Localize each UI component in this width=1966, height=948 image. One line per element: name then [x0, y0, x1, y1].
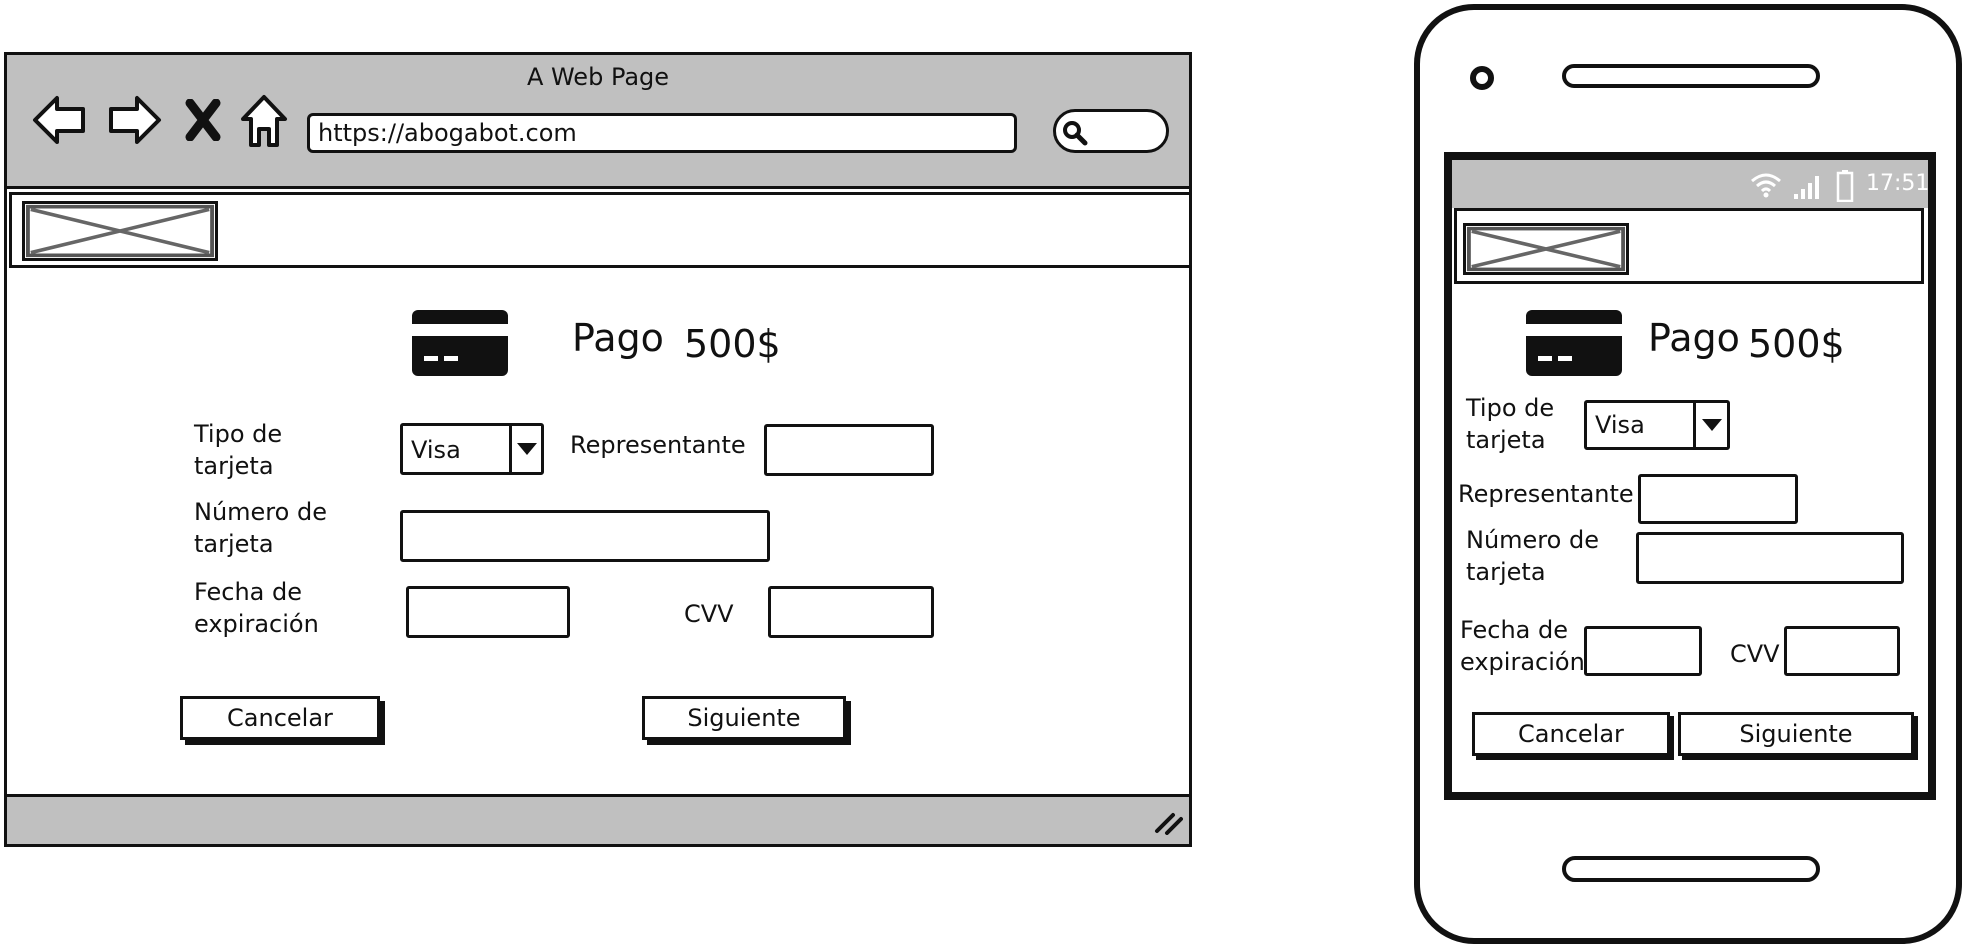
home-icon[interactable]: [239, 93, 289, 149]
browser-status-bar: [7, 794, 1189, 844]
representative-input[interactable]: [764, 424, 934, 476]
phone-representative-label: Representante: [1458, 480, 1634, 508]
back-icon[interactable]: [31, 93, 89, 147]
phone-home-button[interactable]: [1562, 856, 1820, 882]
phone-cvv-label: CVV: [1730, 640, 1780, 668]
cvv-label: CVV: [684, 600, 734, 628]
card-type-value: Visa: [411, 436, 461, 464]
wifi-icon: [1751, 173, 1781, 198]
phone-card-type-value: Visa: [1595, 411, 1645, 439]
phone-cvv-input[interactable]: [1784, 626, 1900, 676]
phone-dropdown-button[interactable]: [1693, 403, 1727, 447]
phone-card-type-select[interactable]: Visa: [1584, 400, 1730, 450]
card-type-label: Tipo de tarjeta: [194, 420, 283, 480]
phone-speaker: [1562, 64, 1820, 88]
phone-credit-card-icon: [1526, 310, 1622, 376]
search-box[interactable]: [1053, 109, 1169, 153]
phone-card-number-input[interactable]: [1636, 532, 1904, 584]
expiry-input[interactable]: [406, 586, 570, 638]
battery-icon: [1836, 170, 1854, 202]
card-number-input[interactable]: [400, 510, 770, 562]
phone-expiry-input[interactable]: [1584, 626, 1702, 676]
url-text: https://abogabot.com: [318, 119, 577, 147]
cancel-button[interactable]: Cancelar: [180, 696, 380, 740]
url-bar[interactable]: https://abogabot.com: [307, 113, 1017, 153]
window-title: A Web Page: [526, 63, 670, 91]
phone-payment-title: Pago: [1648, 316, 1740, 360]
phone-cancel-button[interactable]: Cancelar: [1472, 712, 1670, 756]
phone-expiry-label: Fecha de expiración: [1460, 616, 1585, 676]
representative-label: Representante: [570, 431, 746, 459]
status-time: 17:51: [1866, 171, 1930, 196]
card-number-label: Número de tarjeta: [194, 498, 327, 558]
phone-camera: [1470, 66, 1494, 90]
chevron-down-icon: [517, 443, 537, 455]
card-type-select[interactable]: Visa: [400, 423, 544, 475]
phone-logo-image-placeholder: [1463, 223, 1629, 275]
logo-image-placeholder: [22, 201, 218, 261]
browser-toolbar: A Web Page https://abogabot.com: [7, 55, 1189, 189]
payment-title: Pago: [572, 316, 664, 360]
expiry-label: Fecha de expiración: [194, 578, 319, 638]
credit-card-icon: [412, 310, 508, 376]
next-button[interactable]: Siguiente: [642, 696, 846, 740]
signal-icon: [1794, 176, 1819, 199]
phone-card-type-label: Tipo de tarjeta: [1466, 394, 1555, 454]
search-icon: [1063, 121, 1088, 146]
phone-next-button[interactable]: Siguiente: [1678, 712, 1914, 756]
phone-site-header: [1454, 208, 1924, 284]
phone-card-number-label: Número de tarjeta: [1466, 526, 1599, 586]
phone-representative-input[interactable]: [1638, 474, 1798, 524]
resize-grip-icon[interactable]: [1153, 811, 1183, 835]
payment-amount: 500$: [684, 322, 781, 366]
phone-payment-amount: 500$: [1748, 322, 1845, 366]
forward-icon[interactable]: [105, 93, 163, 147]
phone-chevron-down-icon: [1702, 419, 1722, 431]
site-header: [9, 192, 1192, 268]
dropdown-button[interactable]: [509, 426, 541, 472]
close-icon[interactable]: [185, 99, 221, 141]
phone-status-bar: 17:51: [1452, 160, 1930, 208]
cvv-input[interactable]: [768, 586, 934, 638]
